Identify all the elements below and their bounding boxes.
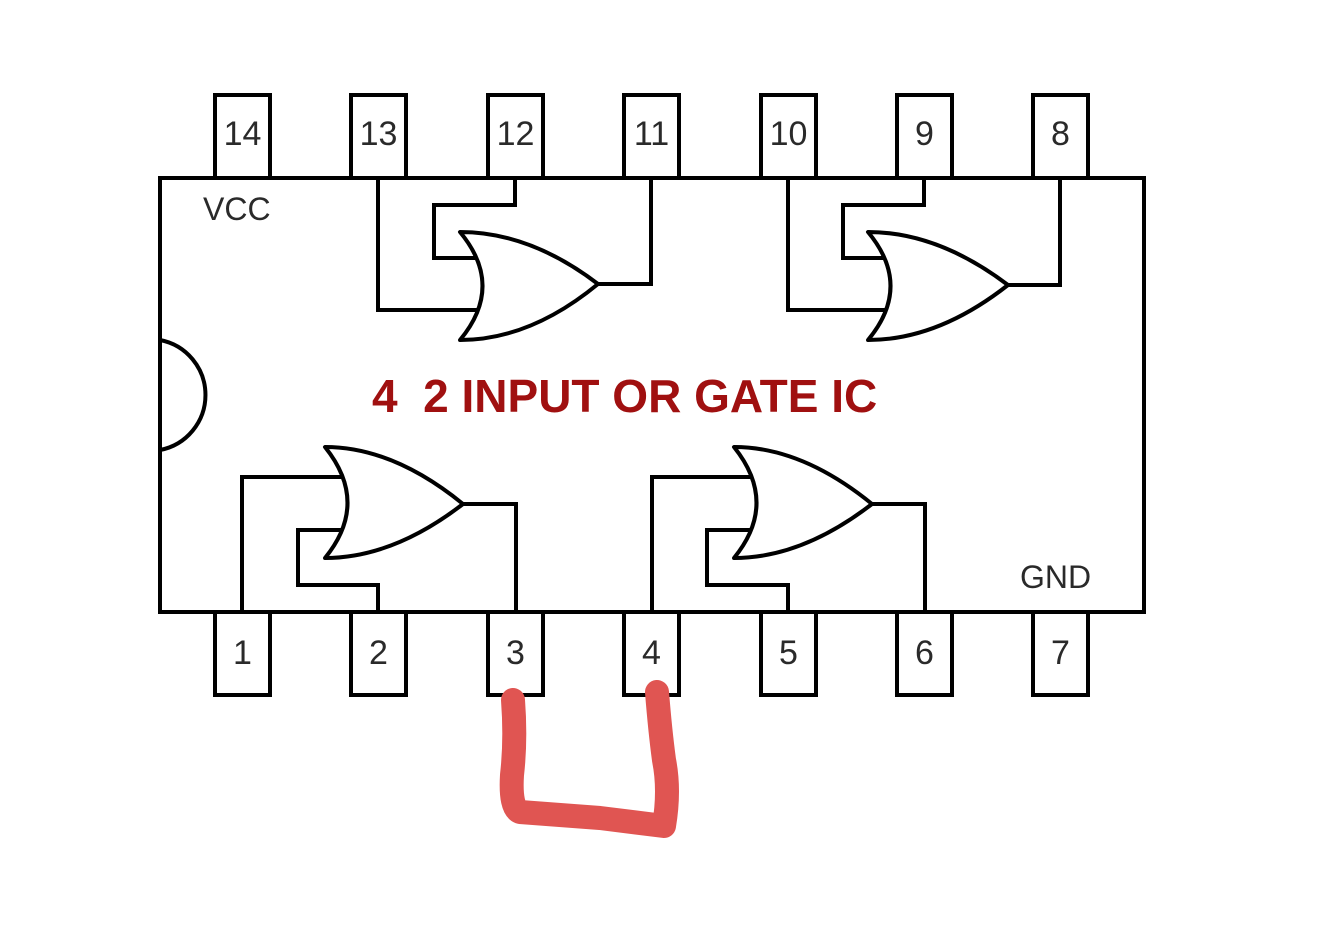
top-pins: 14 13 12 11 10 9 8 [213, 93, 1090, 187]
jumper-wire [499, 680, 679, 838]
pin-12-label: 12 [497, 115, 535, 153]
pin-7: 7 [1031, 603, 1090, 697]
pin-13-label: 13 [360, 115, 398, 153]
pin-1-label: 1 [233, 634, 252, 672]
pin-11: 11 [622, 93, 681, 187]
or-gate-c [323, 445, 465, 560]
pin-9-label: 9 [915, 115, 934, 153]
pin-14-label: 14 [224, 115, 262, 153]
pin-4-label: 4 [642, 634, 661, 672]
pin-2: 2 [349, 603, 408, 697]
ic-title: 4 2 INPUT OR GATE IC [372, 370, 877, 422]
pin-11-label: 11 [634, 115, 669, 153]
pin-14: 14 [213, 93, 272, 187]
gate-c-wires [240, 475, 518, 612]
pin-6-label: 6 [915, 634, 934, 672]
bottom-pins: 1 2 3 4 5 6 7 [213, 603, 1090, 697]
gate-b-wires [786, 178, 1062, 312]
vcc-label: VCC [203, 191, 271, 227]
or-gate-d [732, 445, 874, 560]
gate-a-wires [376, 178, 653, 312]
pin-9: 9 [895, 93, 954, 187]
pin-7-label: 7 [1051, 634, 1070, 672]
pin-12: 12 [486, 93, 545, 187]
or-gate-b [866, 230, 1010, 342]
orientation-notch [159, 338, 208, 452]
pin-10: 10 [759, 93, 818, 187]
pin-2-label: 2 [369, 634, 388, 672]
pin-3-label: 3 [506, 634, 525, 672]
gnd-label: GND [1020, 559, 1091, 595]
pin-8-label: 8 [1051, 115, 1070, 153]
pin-8: 8 [1031, 93, 1090, 187]
pin-6: 6 [895, 603, 954, 697]
pin-3: 3 [486, 603, 545, 697]
pin-5: 5 [759, 603, 818, 697]
pin-5-label: 5 [779, 634, 798, 672]
or-gate-a [458, 230, 600, 342]
pin-10-label: 10 [770, 115, 808, 153]
pin-13: 13 [349, 93, 408, 187]
gate-d-wires [650, 475, 927, 612]
pin-1: 1 [213, 603, 272, 697]
